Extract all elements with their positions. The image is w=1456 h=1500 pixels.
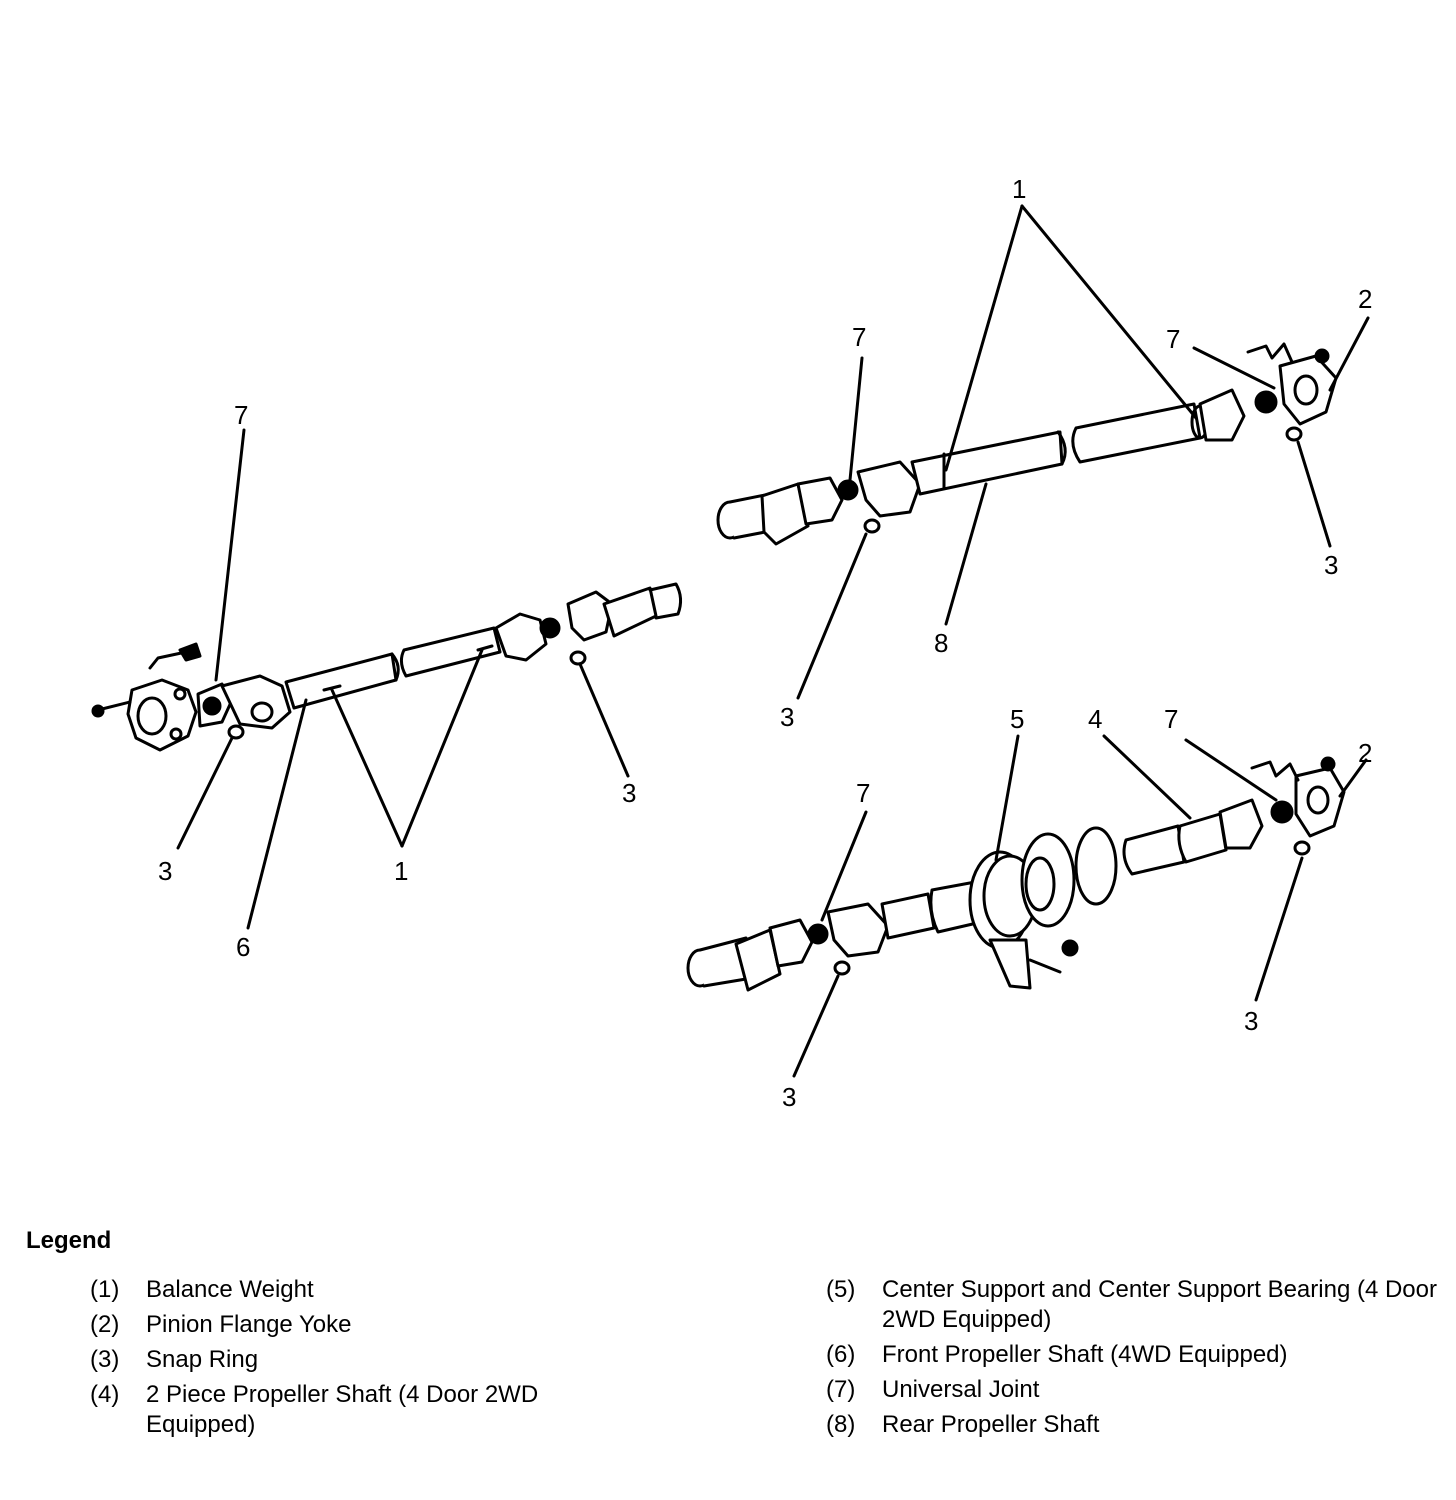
- legend-item-number: (2): [90, 1311, 120, 1338]
- callout-tr-1: 1: [1012, 174, 1026, 204]
- callout-left-3b: 3: [622, 778, 636, 808]
- legend-item-universal-joint: (7) Universal Joint: [826, 1375, 1446, 1405]
- legend-item-number: (1): [90, 1276, 120, 1303]
- front-propeller-shaft: [91, 428, 683, 930]
- rear-propeller-shaft: [716, 204, 1370, 700]
- legend-item-two-piece-propeller-shaft: (4) 2 Piece Propeller Shaft (4 Door 2WD …: [90, 1380, 730, 1440]
- legend-column-right: (5) Center Support and Center Support Be…: [826, 1275, 1446, 1445]
- callout-br-2: 2: [1358, 738, 1372, 768]
- legend-item-number: (7): [826, 1376, 856, 1403]
- legend-title: Legend: [26, 1227, 112, 1254]
- callout-br-7a: 7: [856, 778, 870, 808]
- legend-item-text: Balance Weight: [146, 1276, 314, 1303]
- legend-item-text: Front Propeller Shaft (4WD Equipped): [882, 1341, 1288, 1368]
- callout-br-3b: 3: [1244, 1006, 1258, 1036]
- callout-left-3a: 3: [158, 856, 172, 886]
- legend-item-number: (5): [826, 1276, 856, 1303]
- callout-left-7: 7: [234, 400, 248, 430]
- callout-br-3a: 3: [782, 1082, 796, 1112]
- legend-item-balance-weight: (1) Balance Weight: [90, 1275, 730, 1305]
- callout-tr-2: 2: [1358, 284, 1372, 314]
- legend-item-text: Snap Ring: [146, 1346, 259, 1373]
- callout-tr-7a: 7: [852, 322, 866, 352]
- legend-item-number: (4): [90, 1381, 120, 1408]
- legend-item-text: Center Support and Center Support Bearin…: [882, 1276, 1437, 1333]
- two-piece-propeller-shaft: [686, 734, 1368, 1078]
- callout-tr-7b: 7: [1166, 324, 1180, 354]
- legend: Legend (1) Balance Weight (2) Pinion Fla…: [0, 1215, 1456, 1500]
- callout-br-4: 4: [1088, 704, 1102, 734]
- callout-tr-8: 8: [934, 628, 948, 658]
- legend-item-text: Rear Propeller Shaft: [882, 1411, 1100, 1438]
- legend-column-left: (1) Balance Weight (2) Pinion Flange Yok…: [90, 1275, 730, 1445]
- legend-item-text: Pinion Flange Yoke: [146, 1311, 352, 1338]
- callout-labels: 7 3 3 1 6 1 7 7 2 3 3 8 5 4 7 2 7 3 3: [158, 174, 1372, 1112]
- legend-item-rear-propeller-shaft: (8) Rear Propeller Shaft: [826, 1410, 1446, 1440]
- callout-tr-3a: 3: [780, 702, 794, 732]
- legend-item-text: Universal Joint: [882, 1376, 1040, 1403]
- legend-item-number: (6): [826, 1341, 856, 1368]
- callout-left-6: 6: [236, 932, 250, 962]
- legend-item-text: 2 Piece Propeller Shaft (4 Door 2WD Equi…: [146, 1381, 539, 1438]
- callout-br-5: 5: [1010, 704, 1024, 734]
- callout-left-1: 1: [394, 856, 408, 886]
- legend-item-pinion-flange-yoke: (2) Pinion Flange Yoke: [90, 1310, 730, 1340]
- legend-item-snap-ring: (3) Snap Ring: [90, 1345, 730, 1375]
- legend-item-center-support: (5) Center Support and Center Support Be…: [826, 1275, 1446, 1335]
- legend-item-number: (3): [90, 1346, 120, 1373]
- legend-item-front-propeller-shaft: (6) Front Propeller Shaft (4WD Equipped): [826, 1340, 1446, 1370]
- callout-tr-3b: 3: [1324, 550, 1338, 580]
- legend-item-number: (8): [826, 1411, 856, 1438]
- propeller-shaft-diagram: 7 3 3 1 6 1 7 7 2 3 3 8 5 4 7 2 7 3 3: [91, 174, 1372, 1112]
- callout-br-7b: 7: [1164, 704, 1178, 734]
